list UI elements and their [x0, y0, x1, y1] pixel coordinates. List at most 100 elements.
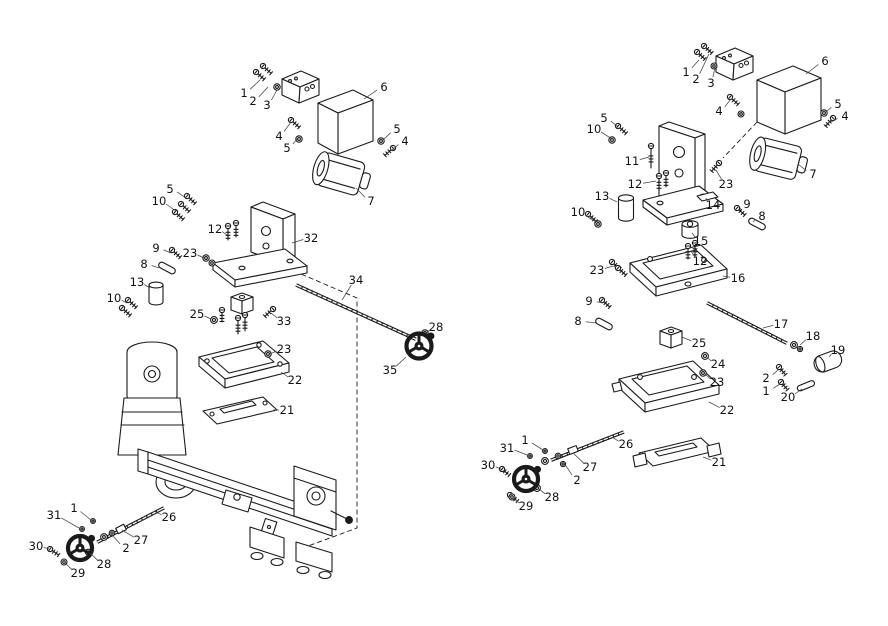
callout-leader [722, 275, 731, 278]
callout-leader [153, 510, 162, 516]
dashed-boundary [293, 270, 358, 550]
callout-leader [60, 517, 80, 529]
callout-leader [691, 59, 700, 69]
callout-label: 10 [587, 122, 602, 136]
callout-label: 21 [280, 403, 295, 417]
callout-leader [531, 442, 544, 451]
callout-leader [395, 356, 407, 367]
base-plate [632, 437, 722, 468]
callout-leader [271, 89, 278, 101]
callout-leader [221, 231, 228, 236]
callout-label: 5 [600, 111, 607, 125]
upper-frame [629, 244, 728, 297]
callout-label: 31 [500, 441, 515, 455]
callout-leader [681, 336, 692, 342]
callout-label: 32 [304, 231, 319, 245]
callout-label: 17 [774, 317, 789, 331]
callout-label: 12 [208, 222, 223, 236]
left-fasteners [46, 62, 435, 566]
callout-leader [691, 232, 696, 238]
callout-label: 5 [393, 122, 400, 136]
callout-leader [563, 462, 573, 476]
callout-leader [699, 53, 710, 74]
callout-label: 7 [367, 194, 374, 208]
callout-label: 29 [519, 499, 534, 513]
callout-label: 10 [152, 194, 167, 208]
callout-leader [584, 214, 597, 223]
callout-leader [702, 456, 712, 461]
callout-leader [283, 121, 292, 132]
callout-label: 20 [781, 390, 796, 404]
callout-leader [121, 299, 128, 304]
motor-cover [756, 65, 822, 135]
callout-label: 29 [71, 566, 86, 580]
callout-leader [512, 497, 520, 504]
callout-leader [572, 452, 585, 464]
callout-leader [144, 284, 151, 289]
callout-label: 2 [122, 541, 129, 555]
callout-leader [64, 562, 72, 570]
callout-label: 23 [710, 375, 725, 389]
callout-leader [514, 449, 528, 456]
callout-leader [176, 191, 187, 199]
callout-leader [642, 180, 657, 184]
callout-leader [280, 371, 289, 378]
callout-leader [89, 552, 98, 561]
callout-leader [705, 374, 711, 380]
callout-leader [165, 203, 177, 212]
callout-label: 6 [380, 80, 387, 94]
callout-leader [80, 511, 92, 521]
callout-label: 13 [595, 189, 610, 203]
callout-label: 24 [711, 357, 726, 371]
callout-label: 28 [429, 320, 444, 334]
callout-label: 6 [821, 54, 828, 68]
right-fasteners [498, 42, 837, 504]
callout-label: 33 [277, 314, 292, 328]
callout-label: 13 [130, 275, 145, 289]
callout-label: 26 [619, 437, 634, 451]
motor [749, 136, 809, 180]
callout-label: 10 [107, 291, 122, 305]
callout-leader [762, 324, 774, 329]
callout-label: 1 [762, 384, 769, 398]
callout-label: 2 [573, 473, 580, 487]
callout-label: 30 [481, 458, 496, 472]
callout-leader [772, 383, 781, 389]
callout-label: 28 [97, 557, 112, 571]
callout-leader [111, 534, 121, 545]
callout-leader [739, 207, 742, 211]
callout-label: 4 [275, 129, 282, 143]
pivot-block [659, 326, 683, 349]
callout-leader [355, 187, 366, 198]
callout-leader [292, 136, 300, 145]
callout-leader [610, 120, 618, 127]
callout-leader [538, 488, 546, 495]
callout-leader [163, 249, 172, 254]
callout-label: 5 [283, 141, 290, 155]
callout-label: 5 [166, 182, 173, 196]
callout-leader [600, 131, 613, 140]
callout-leader [291, 239, 304, 244]
callout-leader [707, 357, 712, 362]
callout-label: 26 [162, 510, 177, 524]
callout-label: 12 [693, 254, 708, 268]
callout-leader [609, 197, 618, 203]
callout-label: 25 [190, 307, 205, 321]
callout-leader [828, 353, 832, 358]
callout-leader [341, 284, 352, 301]
callout-leader [585, 321, 597, 324]
pin [796, 380, 816, 392]
callout-leader [712, 66, 716, 78]
callout-leader [269, 350, 277, 355]
callout-leader [797, 163, 807, 171]
callout-leader [363, 89, 378, 100]
callout-label: 21 [712, 455, 727, 469]
callout-label: 12 [628, 177, 643, 191]
callout-leader [715, 169, 722, 180]
callout-leader [708, 401, 720, 408]
callout-label: 35 [383, 363, 398, 377]
callout-leader [495, 466, 502, 470]
callout-label: 4 [715, 104, 722, 118]
